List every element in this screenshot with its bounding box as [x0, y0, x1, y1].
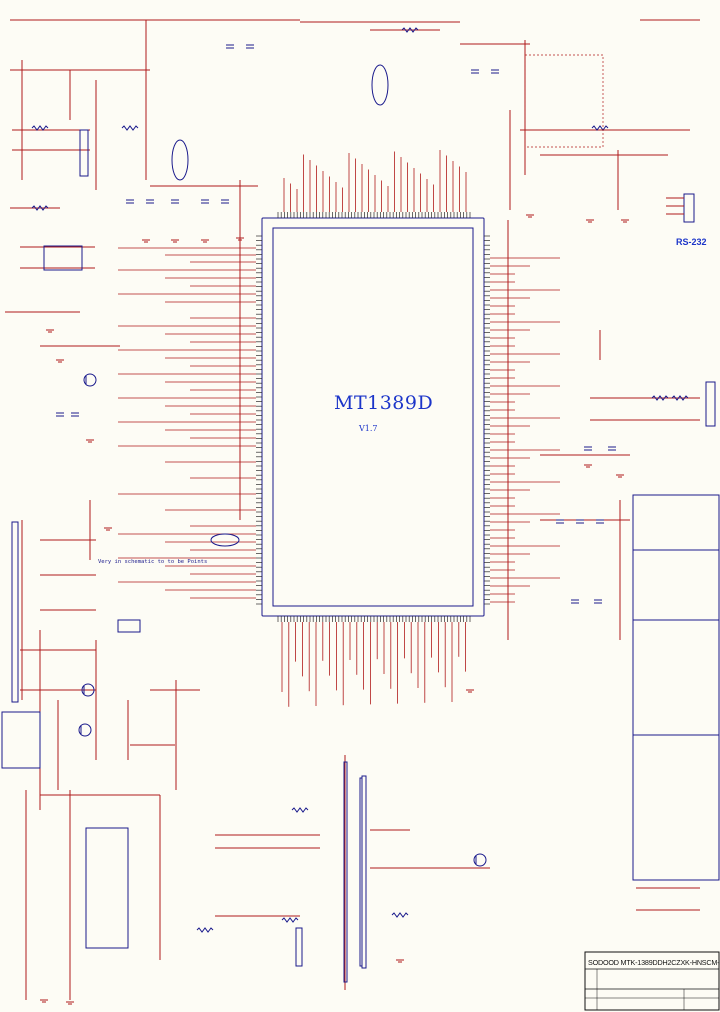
connector-j1 — [11, 521, 19, 703]
right-signal-table — [632, 494, 720, 881]
chip-pins — [256, 212, 490, 622]
schematic-note: Very in schematic to to be Points — [98, 559, 207, 565]
resistor — [401, 27, 419, 33]
dashed-region — [524, 54, 604, 148]
rs232-label: RS-232 — [676, 237, 707, 247]
chip-name: MT1389D — [334, 392, 433, 414]
resistor — [31, 205, 49, 211]
title-block-title: SODOOD MTK-1389DDH2CZXK-HNSCM-F300 — [588, 958, 720, 967]
rs232-connector: RS-232 — [666, 193, 707, 247]
ic-u2 — [85, 827, 129, 949]
title-block: SODOOD MTK-1389DDH2CZXK-HNSCM-F300 — [584, 951, 720, 1011]
crystal — [210, 533, 240, 547]
chip-version: V1.7 — [358, 424, 378, 433]
resistor — [391, 912, 409, 918]
components — [31, 27, 689, 1005]
resistor — [196, 927, 214, 933]
resistor — [281, 917, 299, 923]
crystal — [371, 64, 389, 106]
resistor — [591, 125, 609, 131]
wiring — [5, 19, 700, 1000]
transistor — [83, 373, 97, 387]
resistor — [121, 125, 139, 131]
transistor — [81, 683, 95, 697]
resistor — [671, 395, 689, 401]
connector-j4 — [43, 245, 83, 271]
transistor — [78, 723, 92, 737]
resistor — [651, 395, 669, 401]
connector-j5 — [705, 381, 716, 427]
transistor — [473, 853, 487, 867]
connector-j3 — [295, 927, 303, 967]
mt1389d-chip: MT1389D V1.7 — [261, 217, 485, 617]
connector-block — [343, 761, 367, 983]
left-info-box — [1, 711, 41, 769]
resistor — [291, 807, 309, 813]
connector-j2 — [79, 129, 89, 177]
connector-j6 — [117, 619, 141, 633]
crystal — [171, 139, 189, 181]
resistor — [31, 125, 49, 131]
